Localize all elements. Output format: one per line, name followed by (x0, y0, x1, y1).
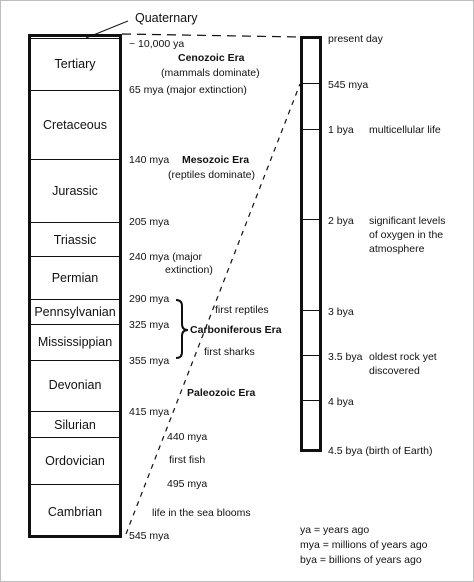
mesozoic-era-note: (reptiles dominate) (168, 169, 255, 181)
period-mississippian: Mississippian (37, 335, 113, 349)
event-first-reptiles: first reptiles (215, 304, 269, 316)
scale-2-bya: 2 bya (328, 215, 354, 227)
age-240-mya: 240 mya (major (129, 251, 202, 263)
tick-545 (300, 83, 322, 84)
scale-4-5-bya: 4.5 bya (birth of Earth) (328, 445, 433, 457)
earth-history-column (300, 36, 322, 452)
tick-3bya (300, 310, 322, 311)
scale-3-bya: 3 bya (328, 306, 354, 318)
scale-2-bya-note-line3: atmosphere (369, 243, 425, 255)
boundary-495 (28, 484, 122, 485)
bottom-dashed-connector (125, 83, 301, 535)
event-first-sharks: first sharks (204, 346, 255, 358)
event-first-fish: first fish (169, 454, 206, 466)
scale-2-bya-note-line1: significant levels (369, 215, 446, 227)
boundary-140 (28, 159, 122, 160)
age-140-mya: 140 mya (129, 154, 170, 166)
scale-1-bya: 1 bya (328, 124, 354, 136)
legend-ya: ya = years ago (300, 524, 370, 536)
age-290-mya: 290 mya (129, 293, 170, 305)
carboniferous-era-label: Carboniferous Era (190, 324, 282, 336)
cenozoic-era-label: Cenozoic Era (178, 52, 245, 64)
scale-3-5-bya-note-line2: discovered (369, 365, 420, 377)
scale-present-day: present day (328, 33, 383, 45)
age-65-mya: 65 mya (major extinction) (129, 84, 247, 96)
age-495-mya: 495 mya (167, 478, 208, 490)
period-jurassic: Jurassic (52, 184, 98, 198)
event-sea-life-blooms: life in the sea blooms (152, 507, 251, 519)
boundary-355 (28, 360, 122, 361)
boundary-440 (28, 437, 122, 438)
scale-545-mya: 545 mya (328, 79, 369, 91)
scale-1-bya-note: multicellular life (369, 124, 441, 136)
boundary-205 (28, 222, 122, 223)
boundary-325 (28, 324, 122, 325)
period-ordovician: Ordovician (45, 454, 105, 468)
period-cretaceous: Cretaceous (43, 118, 107, 132)
quaternary-boundary (28, 38, 122, 39)
age-545-mya: 545 mya (129, 530, 170, 542)
period-tertiary: Tertiary (54, 57, 96, 71)
age-415-mya: 415 mya (129, 406, 170, 418)
boundary-240 (28, 256, 122, 257)
age-325-mya: 325 mya (129, 319, 170, 331)
carboniferous-bracket (175, 299, 189, 359)
scale-2-bya-note-line2: of oxygen in the (369, 229, 444, 241)
period-pennsylvanian: Pennsylvanian (34, 305, 116, 319)
legend-bya: bya = billions of years ago (300, 554, 422, 566)
geologic-time-column (28, 34, 122, 538)
quaternary-callout-line (85, 20, 129, 39)
tick-2bya (300, 219, 322, 220)
age-10000-ya: ~ 10,000 ya (129, 38, 185, 50)
tick-3-5bya (300, 355, 322, 356)
cenozoic-era-note: (mammals dominate) (161, 67, 260, 79)
scale-3-5-bya-note-line1: oldest rock yet (369, 351, 437, 363)
top-dashed-connector (121, 33, 301, 38)
tick-1bya (300, 129, 322, 130)
scale-3-5-bya: 3.5 bya (328, 351, 363, 363)
age-205-mya: 205 mya (129, 216, 170, 228)
age-240-mya-cont: extinction) (165, 264, 213, 276)
period-triassic: Triassic (53, 233, 97, 247)
mesozoic-era-label: Mesozoic Era (182, 154, 250, 166)
tick-4bya (300, 400, 322, 401)
period-permian: Permian (51, 271, 99, 285)
age-355-mya: 355 mya (129, 355, 170, 367)
period-cambrian: Cambrian (47, 505, 103, 519)
legend-mya: mya = millions of years ago (300, 539, 428, 551)
age-440-mya: 440 mya (167, 431, 208, 443)
paleozoic-era-label: Paleozoic Era (187, 387, 256, 399)
period-silurian: Silurian (54, 418, 96, 432)
scale-4-bya: 4 bya (328, 396, 354, 408)
boundary-290 (28, 299, 122, 300)
quaternary-label: Quaternary (135, 11, 198, 25)
boundary-415 (28, 411, 122, 412)
boundary-65 (28, 90, 122, 91)
period-devonian: Devonian (48, 378, 102, 392)
